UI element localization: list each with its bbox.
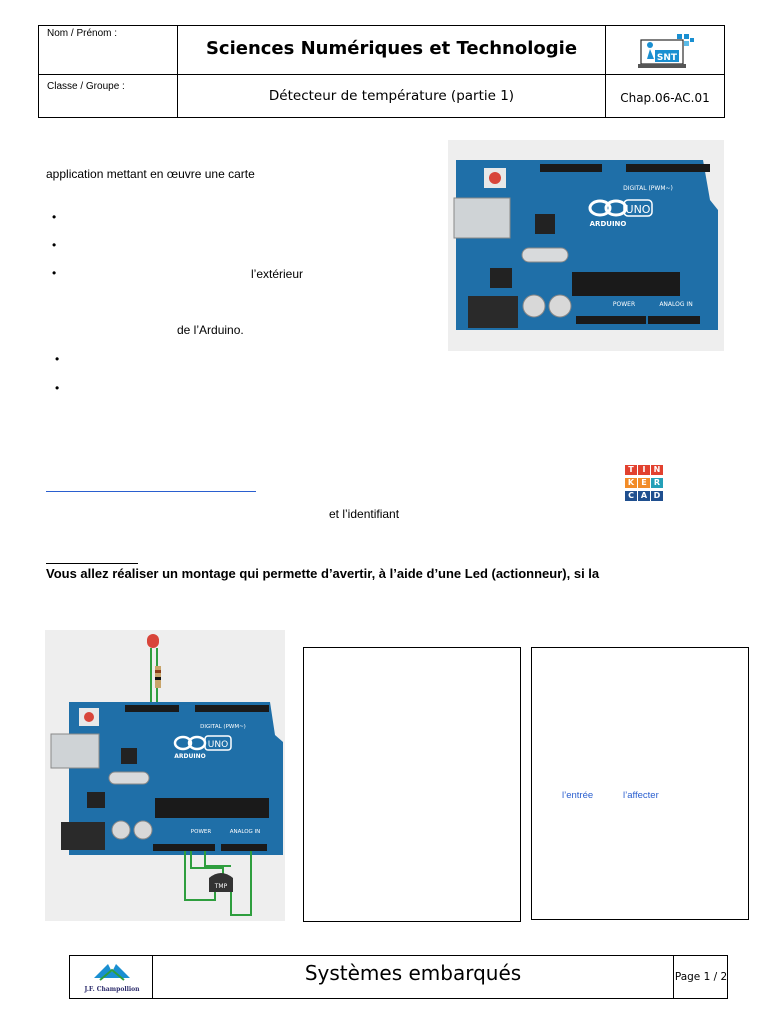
answer-frame [303,647,521,922]
chapter-code: Chap.06-AC.01 [620,91,710,105]
svg-text:ANALOG IN: ANALOG IN [659,301,692,308]
svg-text:TMP: TMP [214,883,228,890]
svg-text:SNT: SNT [657,53,678,63]
svg-text:POWER: POWER [191,829,212,835]
footer: J.F. Champollion Systèmes embarqués Page… [69,955,728,999]
intro-line: application mettant en œuvre une carte [46,167,255,181]
bullet-5: • [55,381,60,395]
affecter-label: l’affecter [623,790,659,801]
bullet-3: • [52,266,57,280]
page-number: Page 1 / 2 [674,971,728,983]
arduino-board-image: UNO ARDUINO DIGITAL (PWM~) POWER ANALOG … [448,140,724,351]
tinkercad-logo: T I N K E R C A D [625,465,665,503]
bullet-4: • [55,352,60,366]
svg-text:POWER: POWER [613,301,635,308]
svg-text:UNO: UNO [208,740,228,750]
school-logo: J.F. Champollion [78,958,146,996]
circuit-image: UNO ARDUINO DIGITAL (PWM~) POWER ANALOG … [45,630,285,921]
course-title: Sciences Numériques et Technologie [205,38,578,59]
footer-title: Systèmes embarqués [304,961,522,985]
svg-text:ARDUINO: ARDUINO [590,220,627,228]
svg-text:UNO: UNO [626,203,651,216]
bullet-1: • [52,210,57,224]
header-table: Nom / Prénom : Classe / Groupe : Science… [38,25,725,118]
task-text: Vous allez réaliser un montage qui perme… [46,566,600,581]
name-label: Nom / Prénom : [47,28,118,39]
svg-text:ANALOG IN: ANALOG IN [230,829,261,835]
svg-text:ARDUINO: ARDUINO [174,753,205,760]
bullet-3-text: l’extérieur [251,267,304,281]
bullet-2: • [52,238,57,252]
svg-text:DIGITAL (PWM~): DIGITAL (PWM~) [623,185,673,192]
arduino-line: de l’Arduino. [177,323,244,337]
class-label: Classe / Groupe : [47,81,125,92]
activity-title: Détecteur de température (partie 1) [268,88,515,104]
tinkercad-link-underline[interactable] [46,491,256,492]
task-underline [46,563,138,564]
snt-logo: SNT [637,32,697,70]
svg-text:J.F. Champollion: J.F. Champollion [83,986,140,993]
blocks-frame: l’entrée l’affecter [531,647,749,920]
svg-text:DIGITAL (PWM~): DIGITAL (PWM~) [200,724,246,730]
entree-label: l’entrée [562,790,594,801]
identifier-text: et l’identifiant [329,507,400,521]
